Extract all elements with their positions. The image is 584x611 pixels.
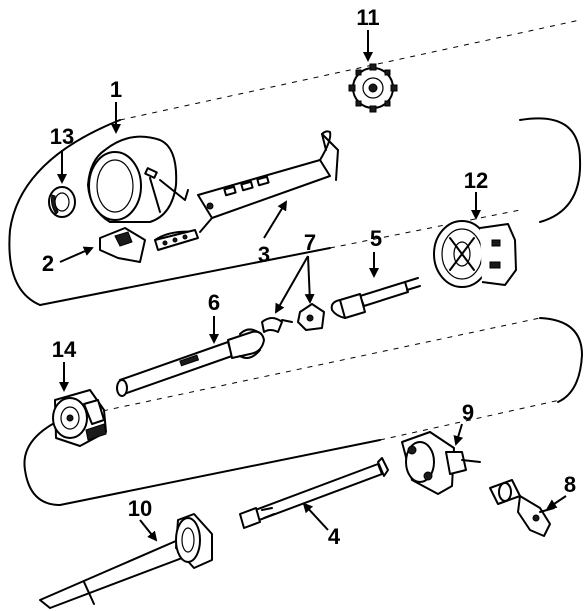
- part-5-shaft: [330, 277, 421, 319]
- part-11-gear: [348, 63, 398, 113]
- part-4-lower-shaft: [239, 457, 389, 529]
- part-9-coupling: [401, 431, 481, 495]
- part-6-intermediate-shaft: [116, 328, 265, 397]
- callout-2: 2: [42, 251, 54, 276]
- callout-9: 9: [462, 400, 474, 425]
- part-13-bearing: [48, 186, 76, 218]
- lower-column-outline: [23, 317, 583, 506]
- leader-3: [263, 200, 288, 239]
- leader-10: [139, 519, 158, 542]
- part-10-column-tube: [39, 513, 213, 609]
- leader-7b: [304, 255, 315, 304]
- callout-13: 13: [50, 124, 74, 149]
- callout-11: 11: [356, 5, 379, 30]
- upper-column-outline: [8, 19, 582, 306]
- callout-3: 3: [258, 242, 270, 267]
- callout-7: 7: [304, 230, 316, 255]
- callout-14: 14: [52, 337, 77, 362]
- part-2-bracket: [99, 227, 199, 263]
- callout-6: 6: [208, 290, 220, 315]
- part-8-lower-joint: [489, 479, 555, 537]
- leader-8: [546, 495, 567, 510]
- leader-7a: [275, 255, 309, 314]
- callout-12: 12: [464, 168, 488, 193]
- leader-lines: [57, 30, 567, 542]
- part-12-lock-housing: [433, 220, 517, 288]
- leader-2: [59, 246, 94, 263]
- part-7-spider: [261, 303, 325, 333]
- part-1-housing: [87, 135, 189, 223]
- callout-4: 4: [328, 524, 341, 549]
- callout-8: 8: [564, 472, 576, 497]
- callout-labels: 1 2 3 4 5 6 7 8 9 10 11 12 13 14: [42, 5, 576, 549]
- callout-1: 1: [110, 77, 122, 102]
- leader-9: [453, 423, 464, 446]
- callout-5: 5: [370, 226, 382, 251]
- leader-4: [302, 502, 329, 531]
- part-14-bearing-housing: [52, 389, 107, 447]
- callout-10: 10: [128, 496, 152, 521]
- part-3-shroud: [197, 130, 339, 233]
